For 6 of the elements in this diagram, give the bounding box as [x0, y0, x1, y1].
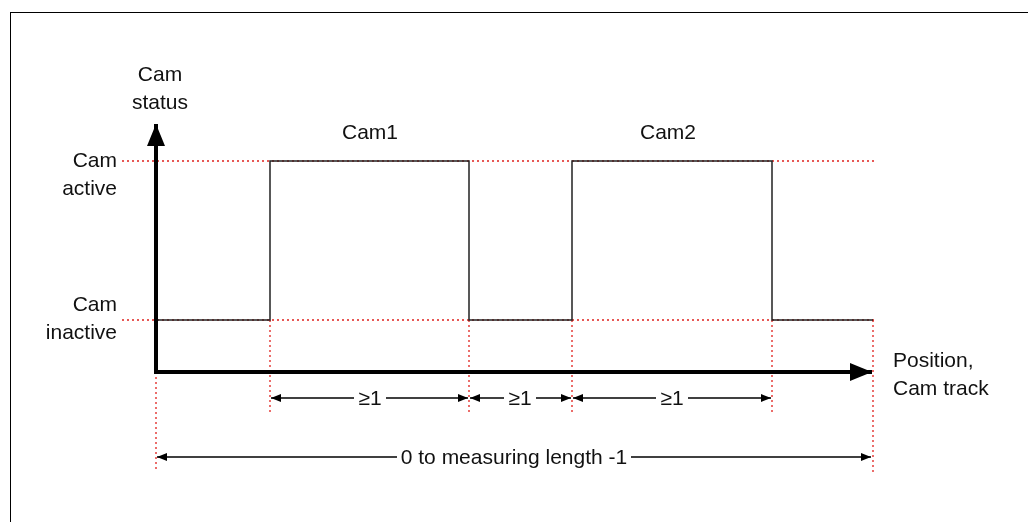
pulse-label: Cam2 [639, 119, 697, 145]
axis-title: Position, Cam track [893, 347, 990, 401]
level-label: Cam inactive [44, 291, 117, 345]
pulse-label: Cam1 [341, 119, 399, 145]
axis-title: Cam status [131, 61, 189, 115]
level-label: Cam active [61, 147, 117, 201]
